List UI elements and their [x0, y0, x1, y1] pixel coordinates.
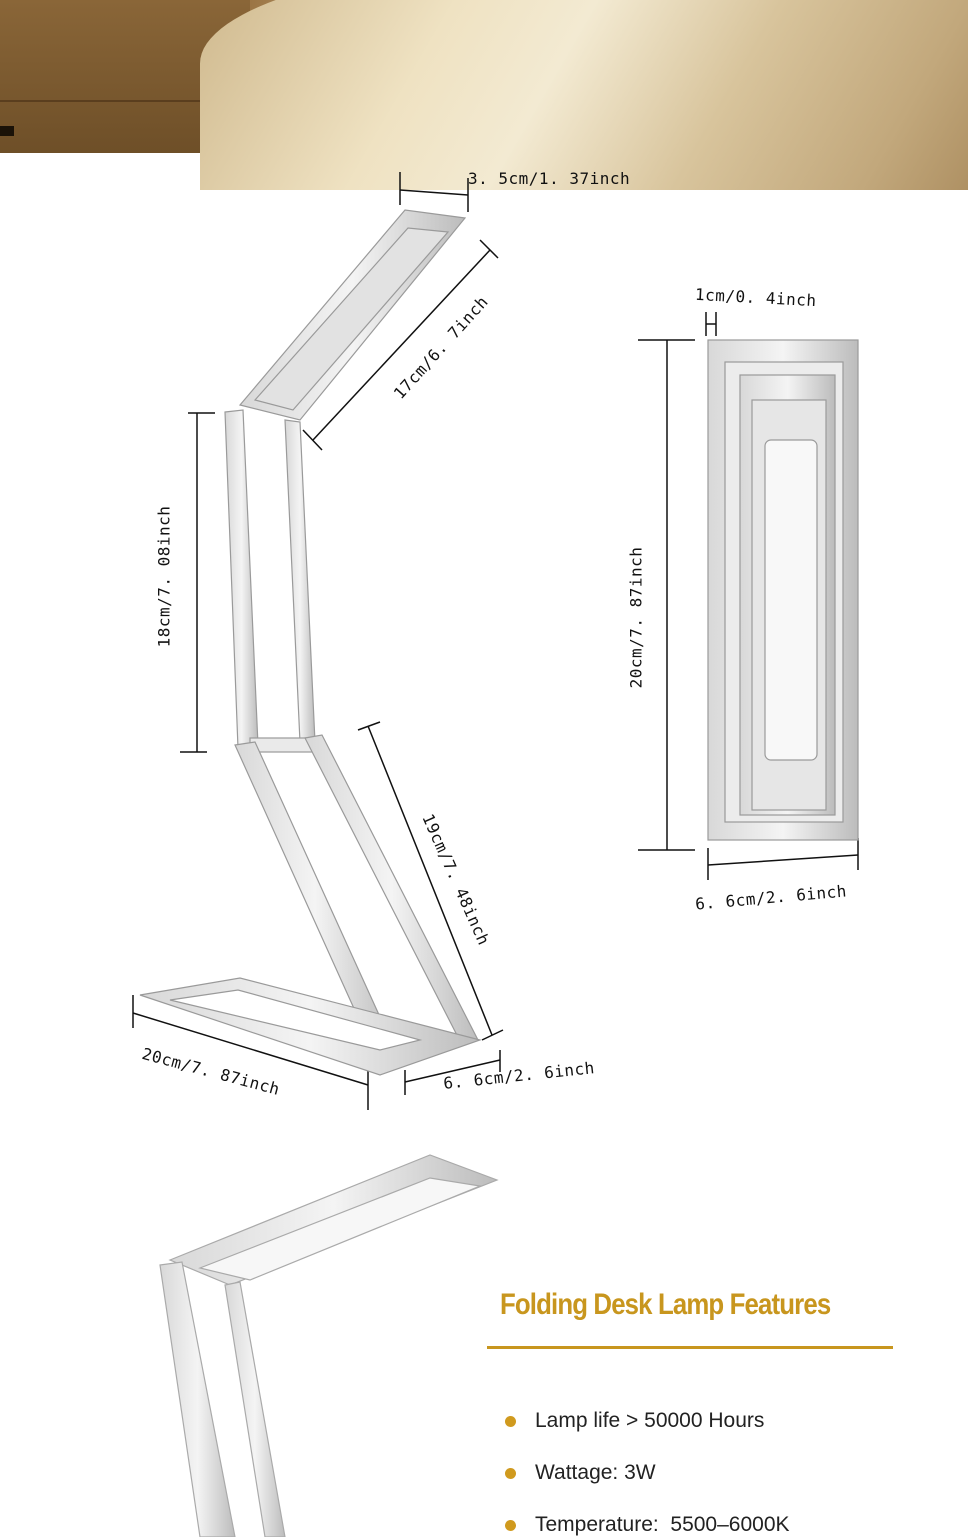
bullet-icon [505, 1519, 516, 1531]
features-title: Folding Desk Lamp Features [500, 1288, 831, 1321]
feature-label: Lamp life > 50000 Hours [535, 1409, 765, 1432]
head-width-label: 3. 5cm/1. 37inch [468, 169, 631, 188]
feature-item: Lamp life > 50000 Hours [505, 1409, 764, 1433]
feature-label: Temperature: 5500–6000K [535, 1513, 790, 1536]
folded-length-label: 20cm/7. 87inch [626, 546, 646, 689]
lamp-folded [707, 339, 859, 841]
lamp-closeup [159, 1154, 499, 1537]
feature-label: Wattage: 3W [535, 1461, 656, 1484]
lamp-unfolded [139, 209, 483, 1076]
feature-item: Temperature: 5500–6000K [505, 1513, 790, 1537]
dimension-lines [132, 172, 859, 1110]
hero-knob [0, 126, 14, 136]
hero-cloth [200, 0, 968, 190]
hero-shelf [0, 100, 250, 102]
hero-photo-bedsheet [0, 0, 968, 190]
title-divider [487, 1346, 893, 1349]
feature-item: Wattage: 3W [505, 1461, 656, 1485]
bullet-icon [505, 1415, 516, 1427]
bullet-icon [505, 1467, 516, 1479]
upper-arm-label: 18cm/7. 08inch [154, 505, 174, 648]
